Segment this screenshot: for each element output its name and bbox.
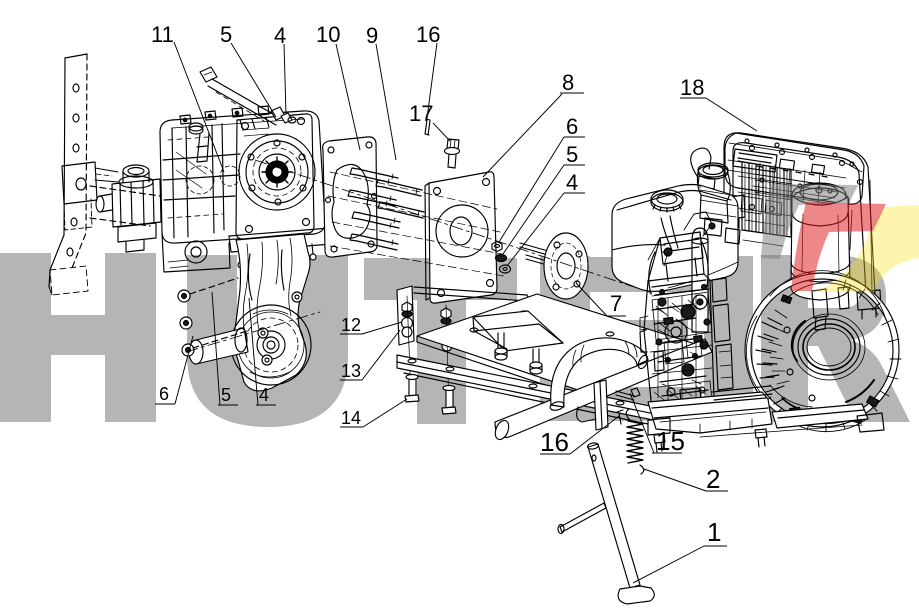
svg-text:5: 5	[220, 22, 232, 47]
svg-text:6: 6	[159, 384, 169, 404]
svg-text:4: 4	[259, 385, 269, 405]
svg-text:11: 11	[151, 22, 174, 47]
svg-text:6: 6	[566, 114, 578, 139]
svg-text:5: 5	[566, 142, 578, 167]
svg-text:16: 16	[540, 427, 569, 457]
svg-text:8: 8	[562, 70, 574, 95]
svg-text:4: 4	[274, 23, 286, 48]
svg-text:15: 15	[656, 426, 685, 456]
svg-text:5: 5	[221, 385, 231, 405]
svg-text:1: 1	[707, 517, 721, 547]
svg-text:2: 2	[706, 464, 720, 494]
svg-text:4: 4	[566, 170, 578, 195]
svg-text:12: 12	[341, 315, 361, 335]
svg-text:13: 13	[341, 361, 361, 381]
svg-text:9: 9	[366, 23, 378, 48]
svg-text:16: 16	[416, 22, 440, 47]
svg-text:10: 10	[316, 22, 340, 47]
svg-text:17: 17	[409, 101, 433, 126]
svg-text:7: 7	[610, 291, 622, 316]
svg-text:18: 18	[680, 75, 704, 100]
svg-text:14: 14	[341, 408, 361, 428]
